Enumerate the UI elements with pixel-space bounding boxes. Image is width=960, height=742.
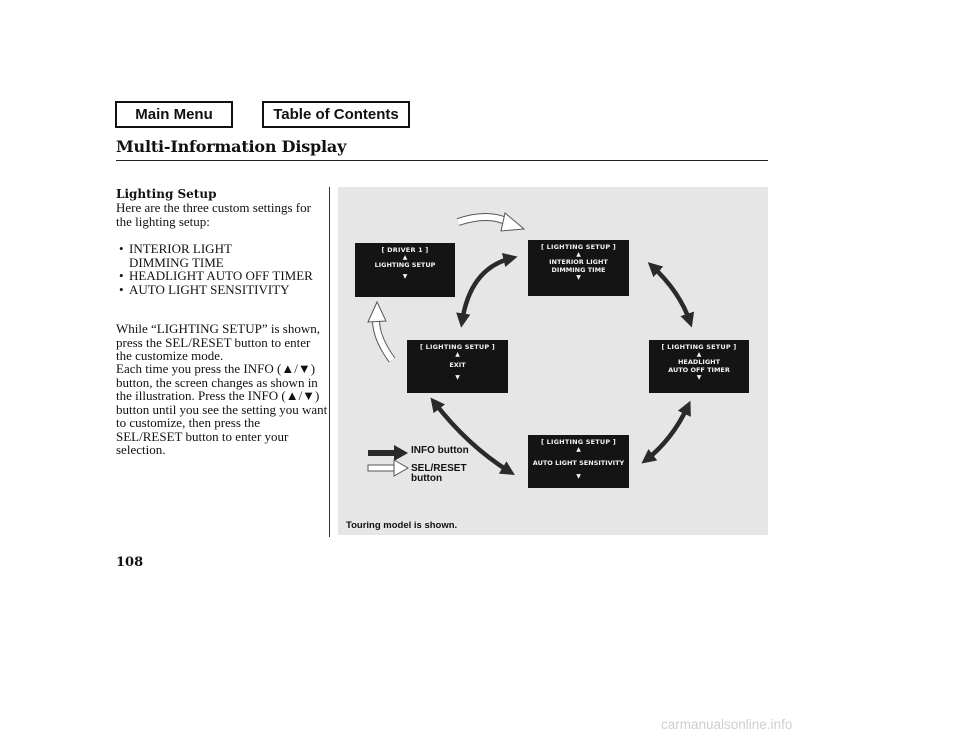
section-heading: Lighting Setup bbox=[116, 187, 217, 201]
down-arrow-icon: ▼ bbox=[696, 374, 702, 381]
screen-headlight-timer: [ LIGHTING SETUP ] ▲ HEADLIGHT AUTO OFF … bbox=[649, 340, 749, 393]
sel-reset-arrow bbox=[456, 212, 526, 232]
figure-caption: Touring model is shown. bbox=[346, 520, 458, 531]
screen-interior-light: [ LIGHTING SETUP ] ▲ INTERIOR LIGHT DIMM… bbox=[528, 240, 629, 296]
down-arrow-icon: ▼ bbox=[455, 374, 460, 381]
legend-info-label: INFO button bbox=[411, 445, 469, 456]
up-arrow-icon: ▲ bbox=[455, 351, 460, 358]
list-item: HEADLIGHT AUTO OFF TIMER bbox=[116, 269, 328, 283]
legend-info-arrow bbox=[368, 445, 408, 461]
screen-auto-light-sensitivity: [ LIGHTING SETUP ] ▲ AUTO LIGHT SENSITIV… bbox=[528, 435, 629, 488]
down-arrow-icon: ▼ bbox=[402, 273, 408, 280]
info-arrow bbox=[456, 253, 518, 328]
up-arrow-icon: ▲ bbox=[576, 251, 581, 258]
customize-mode-paragraph: While “LIGHTING SETUP” is shown, press t… bbox=[116, 321, 320, 363]
list-item: AUTO LIGHT SENSITIVITY bbox=[116, 282, 328, 297]
down-arrow-icon: ▼ bbox=[576, 473, 581, 480]
watermark: carmanualsonline.info bbox=[661, 717, 793, 732]
up-arrow-icon: ▲ bbox=[402, 254, 408, 261]
info-arrow bbox=[430, 397, 515, 476]
screen-driver-lighting-setup: [ DRIVER 1 ] ▲ LIGHTING SETUP ▼ bbox=[355, 243, 455, 297]
info-arrow bbox=[647, 262, 695, 328]
page-number: 108 bbox=[116, 555, 144, 570]
intro-paragraph: Here are the three custom settings for t… bbox=[116, 200, 311, 229]
table-of-contents-button[interactable]: Table of Contents bbox=[262, 101, 410, 128]
page-title: Multi-Information Display bbox=[116, 137, 347, 156]
up-arrow-icon: ▲ bbox=[576, 446, 581, 453]
screen-exit: [ LIGHTING SETUP ] ▲ EXIT ▼ bbox=[407, 340, 508, 393]
down-arrow-icon: ▼ bbox=[576, 274, 581, 281]
legend-sel-reset-label: SEL/RESET button bbox=[411, 463, 467, 484]
legend-sel-reset-arrow bbox=[367, 459, 410, 477]
main-menu-button[interactable]: Main Menu bbox=[115, 101, 233, 128]
list-item: INTERIOR LIGHT DIMMING TIME bbox=[116, 242, 328, 269]
sel-reset-arrow bbox=[367, 300, 396, 363]
column-divider bbox=[329, 187, 330, 537]
info-button-paragraph: Each time you press the INFO (▲/▼) butto… bbox=[116, 361, 328, 457]
settings-list: INTERIOR LIGHT DIMMING TIME HEADLIGHT AU… bbox=[116, 242, 328, 296]
title-divider bbox=[116, 160, 768, 161]
up-arrow-icon: ▲ bbox=[696, 351, 702, 358]
info-arrow bbox=[641, 400, 691, 464]
